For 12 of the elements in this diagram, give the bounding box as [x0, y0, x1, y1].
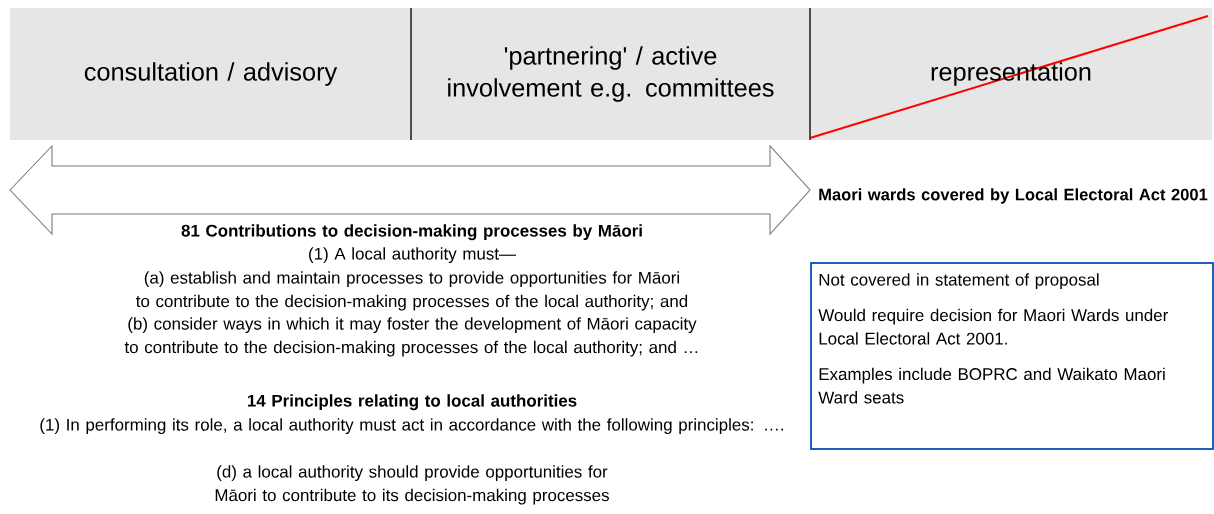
clause-text: (1) In performing its role, a local authority must act in accordance with the following principles: ….	[40, 418, 783, 435]
section-heading: 81 Contributions to decision-making processes by Māori	[181, 224, 642, 241]
clause-text: (b) consider ways in which it may foster the development of Māori capacity to contribute to the decision-making processes of the local authority; and …	[124, 317, 698, 357]
section-heading: 14 Principles relating to local authorities	[247, 394, 577, 411]
box-heading: Maori wards covered by Local Electoral Act 2001	[819, 188, 1208, 204]
band-cell: consultation / advisory	[84, 62, 338, 86]
clause-text: (1) A local authority must—	[309, 247, 516, 264]
note-box	[810, 262, 1214, 450]
note-text: Not covered in statement of proposal Would require decision for Maori Wards under Local Electoral Act 2001. Examples include BOPRC and Waikato Maori Ward seats	[818, 273, 1168, 404]
band-cell: 'partnering' / active involvement e.g. committees	[448, 46, 774, 102]
clause-text: (d) a local authority should provide opportunities for Māori to contribute to its decision-making processes	[215, 465, 609, 505]
clause-text: (a) establish and maintain processes to provide opportunities for Māori to contribute to the decision-making processes of the local authority; and	[136, 271, 688, 311]
